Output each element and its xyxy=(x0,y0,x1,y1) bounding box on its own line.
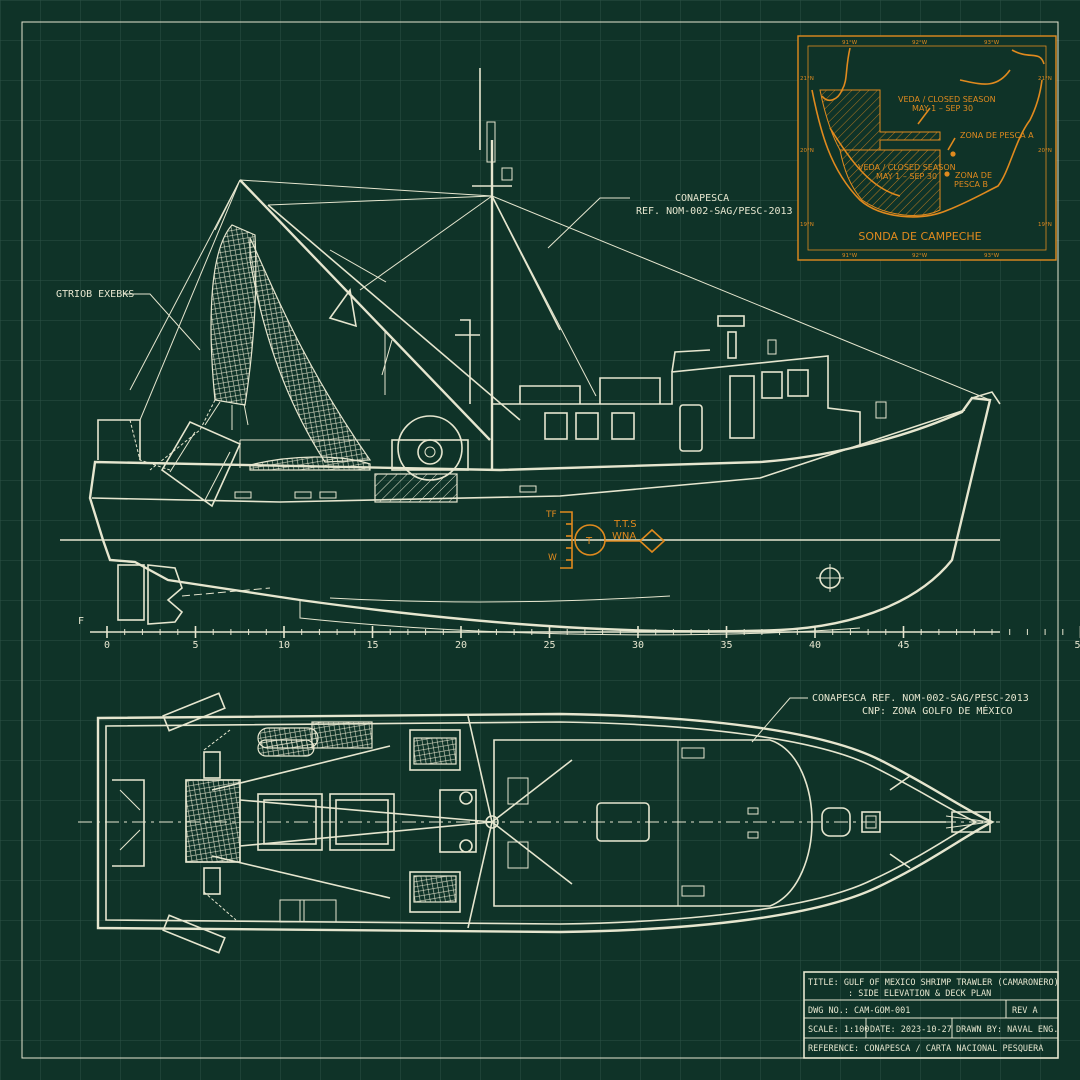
plimsoll-disc xyxy=(574,524,606,556)
veda-zone-1 xyxy=(819,89,941,151)
zone-b-label-2: PESCA B xyxy=(954,180,988,189)
sheet-border xyxy=(21,21,1059,1059)
net-callout-label: GTRIOB EXEBKS xyxy=(56,289,134,300)
winch-starboard xyxy=(409,871,461,913)
map-lon-bottom-1: 91°W xyxy=(842,253,858,259)
winch-port xyxy=(409,729,461,771)
trawl-winch xyxy=(397,415,463,481)
draft-marks: TF W T T.T.S WNA xyxy=(545,510,666,569)
outrigger-boom xyxy=(239,179,491,441)
deckhouse-plan xyxy=(493,739,813,907)
reg-callout-line1: CONAPESCA xyxy=(675,193,729,204)
draft-label-t: T xyxy=(585,536,593,547)
scale-tick-label: 45 xyxy=(897,640,909,651)
scale-tick-label: 55 xyxy=(1074,640,1080,651)
date-field: DATE: 2023-10-27 xyxy=(870,1025,952,1035)
veda-2-dates: MAY 1 – SEP 30 xyxy=(876,172,937,181)
fish-hold-section xyxy=(374,473,458,503)
map-lon-top-2: 92°W xyxy=(912,40,928,46)
scale-tick-label: 20 xyxy=(455,640,467,651)
title-line-2: : SIDE ELEVATION & DECK PLAN xyxy=(848,989,991,999)
deck-outline xyxy=(96,712,995,934)
map-lon-bottom-3: 93°W xyxy=(984,253,1000,259)
side-elevation: TF W T T.T.S WNA GTRIOB EXEBKS CONAPESCA… xyxy=(56,68,1080,651)
plan-callout-leader xyxy=(751,697,808,743)
inset-coastline xyxy=(811,79,1043,218)
draft-label-w: W xyxy=(548,553,557,563)
propeller xyxy=(147,564,184,625)
title-block: TITLE: GULF OF MEXICO SHRIMP TRAWLER (CA… xyxy=(803,971,1059,1059)
scale-tick-label: 15 xyxy=(366,640,378,651)
trawl-door-stern xyxy=(160,420,242,508)
zone-b-marker xyxy=(944,171,950,177)
map-lon-top-3: 93°W xyxy=(984,40,1000,46)
trawl-door-port xyxy=(162,692,226,732)
hull-outline xyxy=(88,396,992,633)
zone-b-label-1: ZONA DE xyxy=(955,171,992,180)
map-lat-left-2: 20°N xyxy=(800,148,814,154)
rudder xyxy=(117,564,145,621)
plan-callout-line2: CNP: ZONA GOLFO DE MÉXICO xyxy=(862,704,1013,717)
trawl-door-starboard xyxy=(162,914,226,954)
deckhouse xyxy=(491,355,861,470)
aft-perpendicular-label: F xyxy=(78,616,84,627)
scale-ticks: 0510152025303540455560 xyxy=(104,626,1080,651)
drawing-number: DWG NO.: CAM-GOM-001 xyxy=(808,1006,910,1016)
net-callout-leader xyxy=(124,293,201,351)
map-lat-right-2: 20°N xyxy=(1038,148,1052,154)
map-lat-left-1: 21°N xyxy=(800,76,814,82)
scale-tick-label: 10 xyxy=(278,640,290,651)
map-lon-top-1: 91°W xyxy=(842,40,858,46)
inset-map-title: SONDA DE CAMPECHE xyxy=(858,230,981,243)
inset-map-frame xyxy=(797,35,1057,261)
plan-callout-line1: CONAPESCA REF. NOM-002-SAG/PESC-2013 xyxy=(812,693,1029,704)
veda-1-label: VEDA / CLOSED SEASON xyxy=(898,95,996,104)
draft-label-tf: TF xyxy=(545,510,557,520)
map-lon-bottom-2: 92°W xyxy=(912,253,928,259)
inset-map: 91°W 92°W 93°W 91°W 92°W 93°W 21°N 20°N … xyxy=(797,35,1057,261)
zone-a-label: ZONA DE PESCA A xyxy=(960,131,1034,140)
draft-label-wna: WNA xyxy=(612,531,636,542)
mast-base xyxy=(485,815,499,829)
load-mark-diamond xyxy=(638,528,666,554)
revision: REV A xyxy=(1012,1006,1038,1016)
veda-2-label: VEDA / CLOSED SEASON xyxy=(858,163,956,172)
map-lat-right-1: 21°N xyxy=(1038,76,1052,82)
veda-zone-2 xyxy=(839,149,941,216)
title-line-1: TITLE: GULF OF MEXICO SHRIMP TRAWLER (CA… xyxy=(808,978,1059,988)
map-lat-right-3: 19°N xyxy=(1038,222,1052,228)
scale-tick-label: 40 xyxy=(809,640,821,651)
veda-1-dates: MAY 1 – SEP 30 xyxy=(912,104,973,113)
scale-tick-label: 0 xyxy=(104,640,110,651)
scale-tick-label: 30 xyxy=(632,640,644,651)
reg-callout-line2: REF. NOM-002-SAG/PESC-2013 xyxy=(636,206,793,217)
scale-tick-label: 35 xyxy=(720,640,732,651)
deck-plan: CONAPESCA REF. NOM-002-SAG/PESC-2013 CNP… xyxy=(78,692,1029,954)
reg-callout-leader xyxy=(547,197,630,249)
scale-tick-label: 5 xyxy=(192,640,198,651)
scale-field: SCALE: 1:100 xyxy=(808,1025,869,1035)
drawn-by-field: DRAWN BY: NAVAL ENG. xyxy=(956,1025,1058,1035)
reference-field: REFERENCE: CONAPESCA / CARTA NACIONAL PE… xyxy=(808,1044,1043,1054)
scale-tick-label: 25 xyxy=(543,640,555,651)
map-lat-left-3: 19°N xyxy=(800,222,814,228)
draft-label-tts: T.T.S xyxy=(613,519,637,530)
zone-a-marker xyxy=(950,151,956,157)
